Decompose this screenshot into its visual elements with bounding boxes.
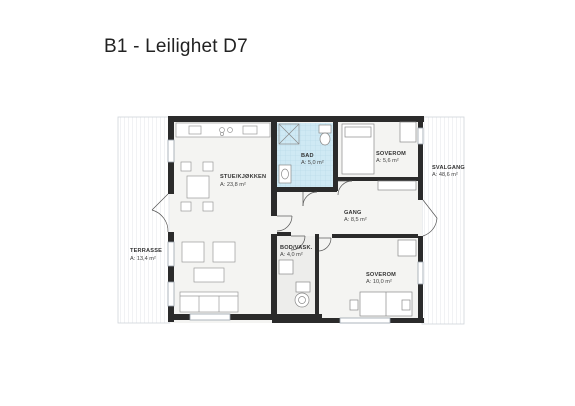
label-soverom2-area: A: 10,0 m² <box>366 279 392 285</box>
label-bod-name: BOD/VASK. <box>280 245 313 251</box>
dining-table <box>180 161 214 212</box>
label-gang-area: A: 8,5 m² <box>344 217 367 223</box>
bed-double <box>349 239 417 317</box>
terrace-area <box>117 116 171 324</box>
bed-small <box>341 121 417 175</box>
label-gang-name: GANG <box>344 210 362 216</box>
label-soverom1-area: A: 5,6 m² <box>376 158 399 164</box>
label-stue-name: STUE/KJØKKEN <box>220 174 266 180</box>
plan-title: B1 - Leilighet D7 <box>104 36 248 57</box>
svalgang-area <box>421 116 465 325</box>
label-terrasse-area: A: 13,4 m² <box>130 256 156 262</box>
label-soverom1-name: SOVEROM <box>376 151 406 157</box>
label-bad-area: A: 5,0 m² <box>301 160 324 166</box>
label-soverom2-name: SOVEROM <box>366 272 396 278</box>
label-stue-area: A: 23,8 m² <box>220 182 246 188</box>
living-furniture <box>179 241 239 313</box>
label-svalgang-area: A: 48,6 m² <box>432 172 458 178</box>
label-bod-area: A: 4,0 m² <box>280 252 303 258</box>
storage-fixtures <box>278 259 311 308</box>
label-terrasse-name: TERRASSE <box>130 248 162 254</box>
kitchen-counter <box>175 122 271 138</box>
windows <box>167 127 424 324</box>
label-svalgang-name: SVALGANG <box>432 165 465 171</box>
bathroom-fixtures <box>278 123 332 184</box>
doors <box>151 180 438 252</box>
wardrobe <box>377 180 417 191</box>
label-bad-name: BAD <box>301 153 314 159</box>
